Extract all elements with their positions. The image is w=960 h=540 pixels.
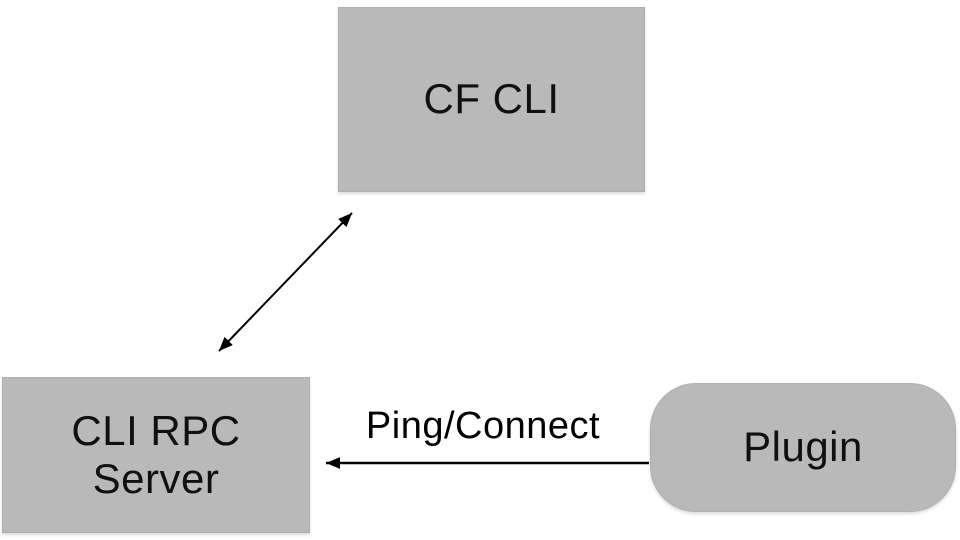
- cfcli-rpcserver-bidirectional-arrow: [218, 212, 353, 352]
- node-cli-rpc-server-label: CLI RPC Server: [71, 406, 241, 502]
- node-cf-cli: CF CLI: [338, 7, 645, 192]
- node-plugin: Plugin: [650, 383, 956, 512]
- node-cli-rpc-server: CLI RPC Server: [2, 377, 310, 533]
- ping-connect-edge-label: Ping/Connect: [365, 405, 601, 447]
- node-cf-cli-label: CF CLI: [423, 75, 560, 123]
- node-plugin-label: Plugin: [743, 423, 863, 471]
